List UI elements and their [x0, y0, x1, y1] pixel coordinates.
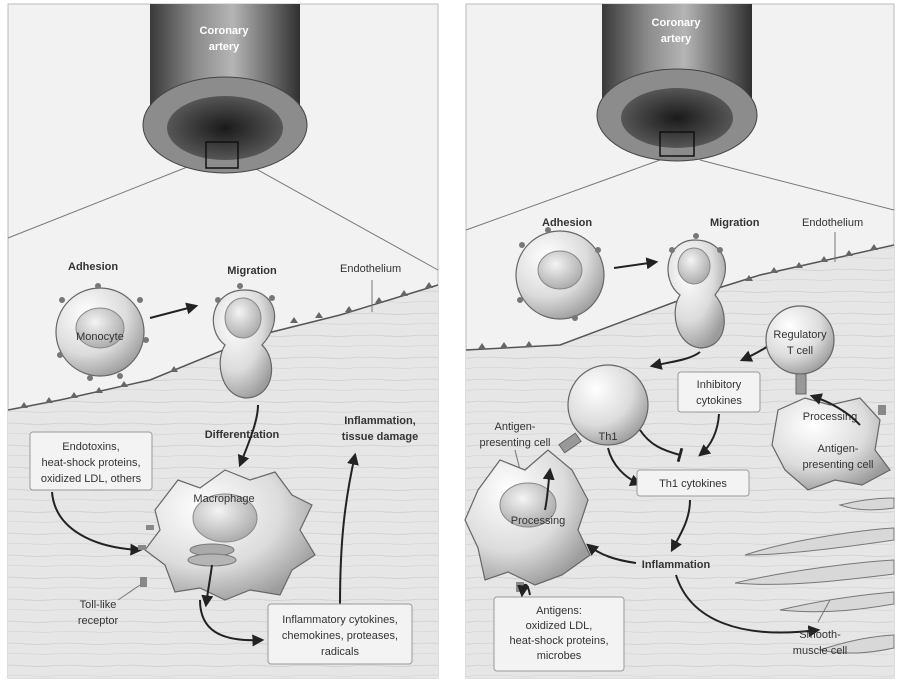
- inhibitory-line-1: Inhibitory: [697, 379, 742, 391]
- antigens-line-1: Antigens:: [536, 605, 582, 617]
- tcr-mhc-complex-right: [796, 374, 806, 394]
- inflammation-label: Inflammation: [642, 559, 711, 571]
- apc-right-label-1: Antigen-: [818, 443, 859, 455]
- inflammation-damage-label-2: tissue damage: [342, 431, 418, 443]
- mediators-line-2: chemokines, proteases,: [282, 630, 398, 642]
- antigens-line-3: heat-shock proteins,: [509, 635, 608, 647]
- right-artery-label-2: artery: [661, 33, 692, 45]
- processing-right-label: Processing: [803, 411, 857, 423]
- left-artery-label-1: Coronary: [200, 25, 250, 37]
- stimuli-line-1: Endotoxins,: [62, 441, 119, 453]
- left-panel: Coronary artery Monocyte Adhesion Migrat…: [8, 4, 438, 678]
- th1-label: Th1: [599, 431, 618, 443]
- left-migration-label: Migration: [227, 265, 277, 277]
- macrophage-label: Macrophage: [193, 493, 254, 505]
- apc-left-label-1: Antigen-: [495, 421, 536, 433]
- smooth-muscle-label-2: muscle cell: [793, 645, 847, 657]
- right-endothelium-label: Endothelium: [802, 217, 863, 229]
- right-adhesion-label: Adhesion: [542, 217, 592, 229]
- stimuli-line-2: heat-shock proteins,: [41, 457, 140, 469]
- toll-like-label-1: Toll-like: [80, 599, 117, 611]
- apc-left-label-2: presenting cell: [480, 437, 551, 449]
- left-endothelium-label: Endothelium: [340, 263, 401, 275]
- mediators-line-3: radicals: [321, 646, 359, 658]
- inflammation-damage-label-1: Inflammation,: [344, 415, 416, 427]
- stimuli-line-3: oxidized LDL, others: [41, 473, 142, 485]
- smooth-muscle-label-1: Smooth-: [799, 629, 841, 641]
- antigens-line-4: microbes: [537, 650, 582, 662]
- monocyte-label: Monocyte: [76, 331, 124, 343]
- regulatory-t-label-2: T cell: [787, 345, 813, 357]
- inhibitory-line-2: cytokines: [696, 395, 742, 407]
- right-artery-label-1: Coronary: [652, 17, 702, 29]
- regulatory-t-label-1: Regulatory: [773, 329, 827, 341]
- left-adhesion-label: Adhesion: [68, 261, 118, 273]
- antigens-line-2: oxidized LDL,: [526, 620, 593, 632]
- processing-left-label: Processing: [511, 515, 565, 527]
- mediators-line-1: Inflammatory cytokines,: [282, 614, 398, 626]
- th1-cytokines-label: Th1 cytokines: [659, 478, 727, 490]
- differentiation-label: Differentiation: [205, 429, 280, 441]
- toll-like-receptor-icon: [140, 577, 147, 587]
- right-panel: Coronary artery Adhesion Migration Endot…: [465, 4, 894, 678]
- right-migration-label: Migration: [710, 217, 760, 229]
- apc-right-label-2: presenting cell: [803, 459, 874, 471]
- left-artery-label-2: artery: [209, 41, 240, 53]
- toll-like-label-2: receptor: [78, 615, 119, 627]
